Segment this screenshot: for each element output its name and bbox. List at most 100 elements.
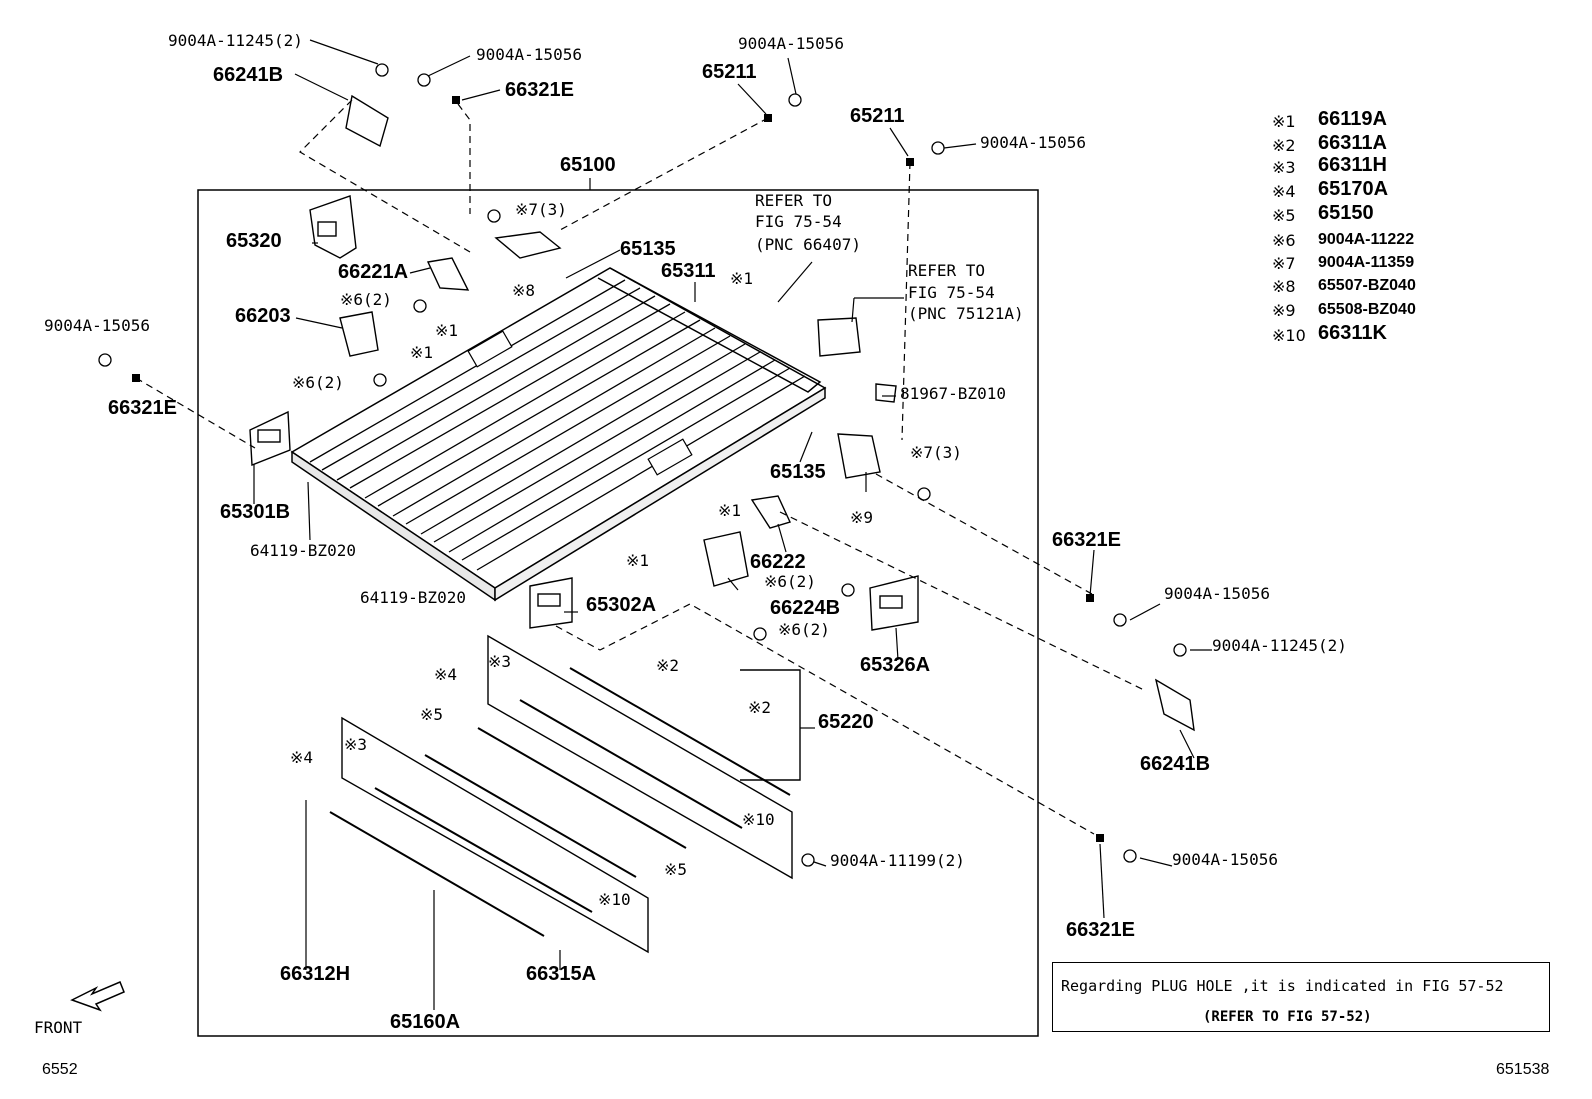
callout-refer-2-pnc: (PNC 75121A) xyxy=(908,304,1024,323)
bracket-x9 xyxy=(837,433,881,479)
sill-group-upper xyxy=(487,634,793,880)
callout-65100: 65100 xyxy=(560,154,616,176)
callout-64119-BZ020-b: 64119-BZ020 xyxy=(360,588,466,607)
callout-x5-a: ※5 xyxy=(420,705,444,724)
clip-icon xyxy=(1096,834,1104,842)
legend-key: ※9 xyxy=(1272,301,1296,320)
callout-x2-a: ※2 xyxy=(656,656,680,675)
callout-66321E-top: 66321E xyxy=(505,79,574,101)
front-arrow-icon xyxy=(70,981,125,1012)
callout-81967-BZ010: 81967-BZ010 xyxy=(900,384,1006,403)
clip-icon xyxy=(452,96,460,104)
bracket-65320-window xyxy=(317,221,337,237)
callout-66241B-top: 66241B xyxy=(213,64,284,86)
bolt-icon xyxy=(375,63,389,77)
floor-plate-b xyxy=(647,438,693,476)
clip-icon xyxy=(1086,594,1094,602)
callout-9004A-15056-r2: 9004A-15056 xyxy=(1172,850,1278,869)
callout-66203: 66203 xyxy=(235,305,291,327)
pad-66241B-top xyxy=(345,94,389,148)
sill-group-lower xyxy=(341,716,649,954)
callout-64119-BZ020-a: 64119-BZ020 xyxy=(250,541,356,560)
bracket-x8 xyxy=(494,231,562,259)
callout-66315A: 66315A xyxy=(526,963,597,985)
callout-refer-2: REFER TO xyxy=(908,261,986,280)
callout-refer-2-fig: FIG 75-54 xyxy=(908,283,995,302)
callout-9004A-11199: 9004A-11199(2) xyxy=(830,851,965,870)
callout-x1-b: ※1 xyxy=(435,321,459,340)
bracket-pnc75121A xyxy=(817,317,861,357)
callout-x3-a: ※3 xyxy=(488,652,512,671)
legend-key: ※8 xyxy=(1272,277,1296,296)
bracket-65326A-window xyxy=(879,595,903,609)
callout-x6-2-c: ※6(2) xyxy=(764,572,816,591)
callout-9004A-15056-b: 9004A-15056 xyxy=(738,34,844,53)
bolt-icon xyxy=(931,141,945,155)
front-label: FRONT xyxy=(34,1018,83,1037)
bolt-icon xyxy=(788,93,802,107)
callout-x7-3-right: ※7(3) xyxy=(910,443,962,462)
legend-value: 65508-BZ040 xyxy=(1318,301,1416,318)
callout-65311: 65311 xyxy=(661,260,716,282)
callout-x2-b: ※2 xyxy=(748,698,772,717)
bolt-icon xyxy=(417,73,431,87)
callout-65160A: 65160A xyxy=(390,1011,461,1033)
bolt-icon xyxy=(373,373,387,387)
callout-9004A-15056-a: 9004A-15056 xyxy=(476,45,582,64)
callout-65326A: 65326A xyxy=(860,654,931,676)
assembly-frame xyxy=(197,189,1039,1037)
sill-rail-6 xyxy=(329,811,545,937)
legend-value: 66311A xyxy=(1318,132,1387,154)
callout-9004A-15056-left: 9004A-15056 xyxy=(44,316,150,335)
note-text: Regarding PLUG HOLE ,it is indicated in … xyxy=(1061,977,1504,995)
bolt-icon xyxy=(413,299,427,313)
callout-refer-1: REFER TO xyxy=(755,191,833,210)
sill-rail-1 xyxy=(569,667,791,796)
floor-plate-a xyxy=(467,330,513,368)
callout-x1-d: ※1 xyxy=(718,501,742,520)
callout-x9: ※9 xyxy=(850,508,874,527)
legend-key: ※7 xyxy=(1272,254,1296,273)
bolt-icon xyxy=(1113,613,1127,627)
legend-key: ※3 xyxy=(1272,158,1296,177)
bracket-65220-box xyxy=(740,669,801,781)
callout-66221A: 66221A xyxy=(338,261,409,283)
bolt-icon xyxy=(841,583,855,597)
bracket-65301B-window xyxy=(257,429,281,443)
callout-x1-e: ※1 xyxy=(626,551,650,570)
bracket-66203 xyxy=(339,311,379,357)
callout-x6-2-a: ※6(2) xyxy=(340,290,392,309)
callout-x4-b: ※4 xyxy=(290,748,314,767)
legend-value: 9004A-11222 xyxy=(1318,231,1415,248)
legend-key: ※6 xyxy=(1272,231,1296,250)
figure-number: 6552 xyxy=(42,1061,78,1078)
callout-x4-a: ※4 xyxy=(434,665,458,684)
bracket-65302A-window xyxy=(537,593,561,607)
bolt-icon xyxy=(1173,643,1187,657)
callout-65135-mid: 65135 xyxy=(770,461,826,483)
legend-value: 65170A xyxy=(1318,178,1389,200)
callout-65211-a: 65211 xyxy=(702,61,757,83)
callout-9004A-11245-top: 9004A-11245(2) xyxy=(168,31,303,50)
callout-65135-top: 65135 xyxy=(620,238,676,260)
callout-x6-2-b: ※6(2) xyxy=(292,373,344,392)
legend-key: ※1 xyxy=(1272,112,1296,131)
callout-65302A: 65302A xyxy=(586,594,657,616)
callout-9004A-15056-c: 9004A-15056 xyxy=(980,133,1086,152)
legend-key: ※10 xyxy=(1272,326,1306,345)
callout-65320: 65320 xyxy=(226,230,282,252)
callout-66321E-r1: 66321E xyxy=(1052,529,1121,551)
callout-x6-2-d: ※6(2) xyxy=(778,620,830,639)
legend-value: 66311H xyxy=(1318,154,1387,176)
pad-66241B-right xyxy=(1154,678,1195,732)
legend-value: 9004A-11359 xyxy=(1318,254,1415,271)
bracket-66224B xyxy=(703,531,749,587)
bolt-icon xyxy=(98,353,112,367)
callout-refer-1-fig: FIG 75-54 xyxy=(755,212,842,231)
callout-65220: 65220 xyxy=(818,711,874,733)
sill-rail-3 xyxy=(477,727,687,849)
callout-65301B: 65301B xyxy=(220,501,291,523)
callout-66224B: 66224B xyxy=(770,597,841,619)
floor-ribs xyxy=(309,279,806,571)
